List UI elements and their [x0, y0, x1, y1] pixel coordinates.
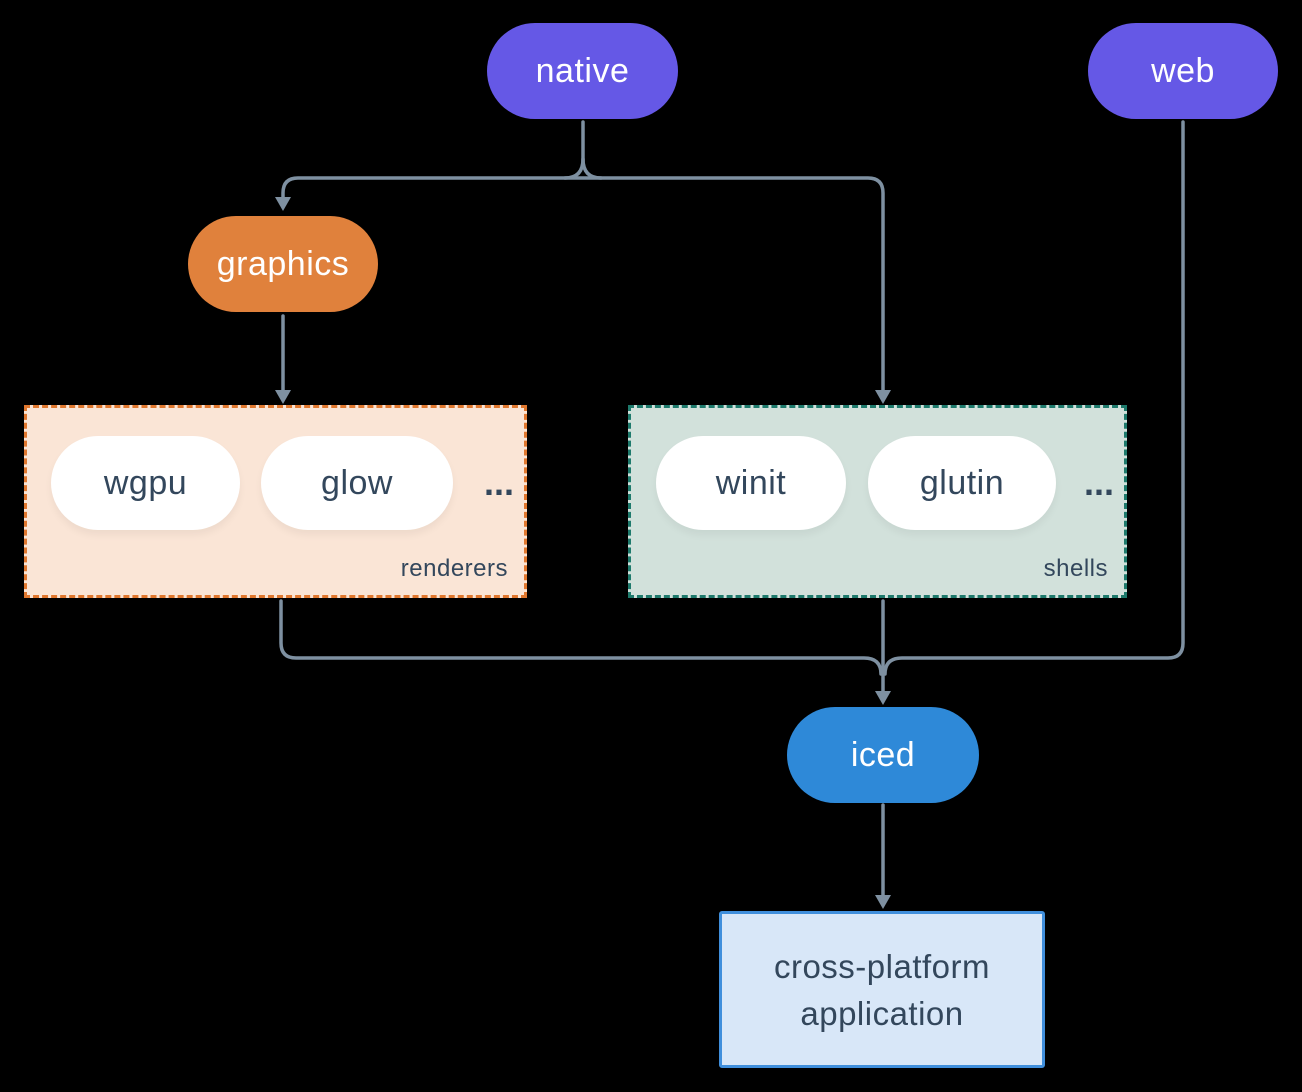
application-label-line2: application	[800, 994, 964, 1032]
node-graphics: graphics	[188, 216, 378, 312]
node-web: web	[1088, 23, 1278, 119]
node-graphics-label: graphics	[216, 244, 350, 283]
node-cross-platform-application: cross-platform application	[719, 911, 1045, 1068]
chip-glutin: glutin	[868, 436, 1056, 530]
group-renderers-label: renderers	[400, 555, 508, 582]
chip-glutin-label: glutin	[919, 463, 1005, 502]
renderers-ellipsis: ...	[471, 436, 527, 530]
node-native-label: native	[535, 51, 630, 90]
group-shells: winit glutin ... shells	[628, 405, 1127, 598]
chip-wgpu-label: wgpu	[103, 463, 188, 502]
group-shells-label: shells	[1043, 555, 1108, 582]
arrowhead-renderers	[275, 390, 291, 404]
edge-renderers-to-junction	[279, 599, 883, 676]
chip-glow-label: glow	[321, 463, 393, 502]
chip-winit: winit	[656, 436, 846, 530]
node-iced: iced	[787, 707, 979, 803]
shells-ellipsis: ...	[1071, 436, 1127, 530]
chip-wgpu: wgpu	[51, 436, 240, 530]
arrowhead-shells	[875, 390, 891, 404]
chip-winit-label: winit	[715, 463, 787, 502]
chip-glow: glow	[261, 436, 453, 530]
arrowhead-iced	[875, 691, 891, 705]
arrowhead-application	[875, 895, 891, 909]
renderers-ellipsis-label: ...	[483, 462, 514, 503]
arrowhead-graphics	[275, 197, 291, 211]
group-renderers: wgpu glow ... renderers	[24, 405, 527, 598]
node-web-label: web	[1151, 51, 1215, 90]
shells-ellipsis-label: ...	[1083, 462, 1114, 503]
edge-native-flare	[563, 157, 603, 180]
application-label-line1: cross-platform	[773, 947, 991, 985]
node-native: native	[487, 23, 678, 119]
node-iced-label: iced	[850, 735, 916, 774]
